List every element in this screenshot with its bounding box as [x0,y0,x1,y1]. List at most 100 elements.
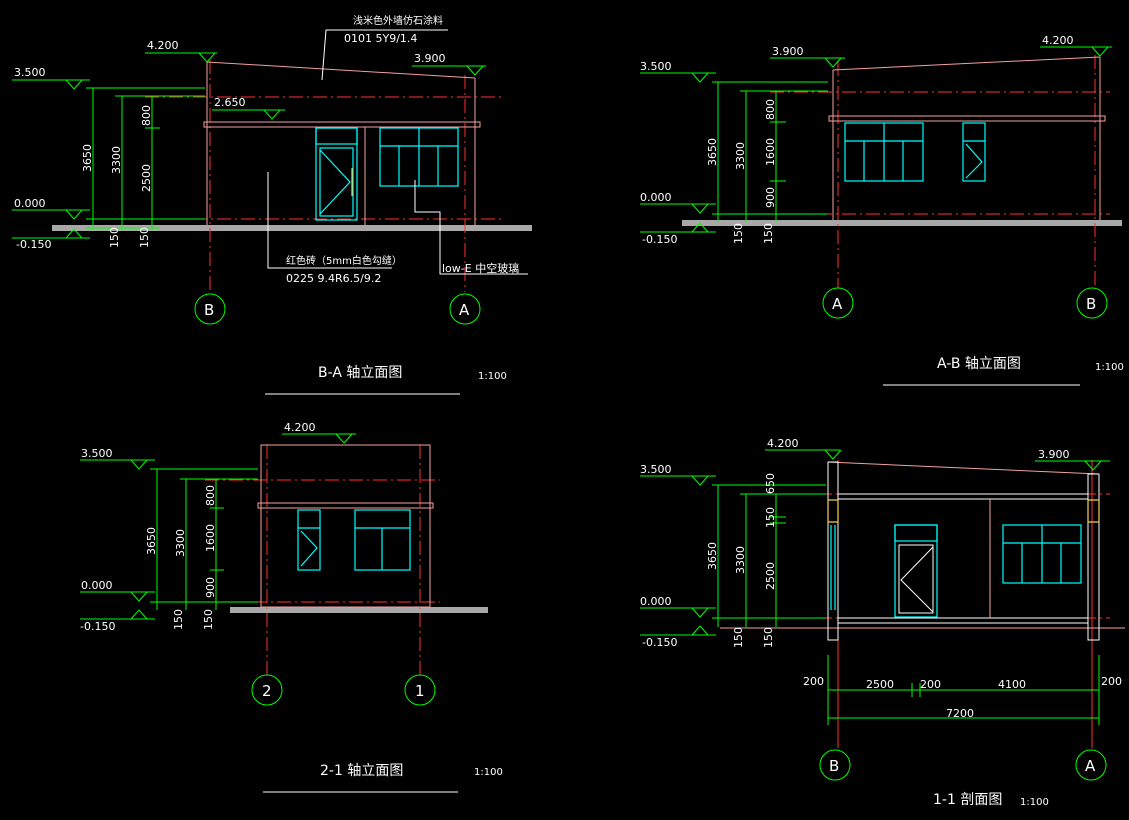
brick-code: 0225 9.4R6.5/9.2 [286,272,381,285]
svg-text:650: 650 [764,473,777,494]
section-1-1: 4.200 3.900 3.500 0.000 -0.150 [640,437,1125,808]
svg-text:1600: 1600 [204,524,217,552]
axis-bubble-a: A [1075,749,1107,781]
svg-text:900: 900 [204,577,217,598]
beam-left [827,499,839,523]
svg-text:A: A [832,295,843,313]
svg-text:-0.150: -0.150 [80,620,115,633]
small-window [297,509,321,571]
level-marker-minus-0150: -0.150 [640,625,716,649]
level-marker-3900: 3.900 [412,52,486,76]
svg-text:4100: 4100 [998,678,1026,691]
level-marker-0000: 0.000 [12,197,90,220]
svg-text:4.200: 4.200 [284,421,316,434]
svg-text:800: 800 [204,485,217,506]
svg-text:200: 200 [803,675,824,688]
level-marker-0000: 0.000 [80,579,155,602]
building-outline [260,444,431,608]
drawing-scale: 1:100 [1020,797,1049,808]
svg-text:2500: 2500 [140,164,153,192]
coating-note: 浅米色外墙仿石涂料 [353,14,443,27]
drawing-scale: 1:100 [474,767,503,778]
svg-text:800: 800 [764,99,777,120]
level-marker-3500: 3.500 [640,60,716,83]
svg-text:3.900: 3.900 [1038,448,1070,461]
drawing-title: 2-1 轴立面图 [320,763,403,779]
svg-text:2: 2 [262,682,272,700]
axis-bubble-a: A [822,287,854,319]
svg-text:0.000: 0.000 [81,579,113,592]
svg-text:2500: 2500 [866,678,894,691]
ground-line [230,607,488,613]
coating-leader [321,29,448,81]
drawing-title: A-B 轴立面图 [937,356,1021,372]
vertical-dimensions: 3650 3300 650 150 2500 150 150 [706,473,826,648]
elevation-a-b: 3.500 3.900 4.200 0.000 -0.150 [640,34,1124,386]
svg-text:B: B [1086,295,1096,313]
ground-line [52,225,532,231]
level-marker-3900: 3.900 [1035,448,1110,471]
svg-text:0.000: 0.000 [640,595,672,608]
roof-slab [837,493,1089,500]
svg-text:150: 150 [172,609,185,630]
door [894,524,938,618]
svg-text:1: 1 [415,682,425,700]
ground-line [682,220,1122,226]
level-marker-4200: 4.200 [282,421,356,444]
svg-text:-0.150: -0.150 [642,233,677,246]
svg-text:-0.150: -0.150 [642,636,677,649]
svg-text:3300: 3300 [174,529,187,557]
svg-text:B: B [204,301,214,319]
svg-text:150: 150 [732,223,745,244]
vertical-dimensions: 3650 3300 800 1600 900 150 150 [145,468,258,630]
roof-slope [206,61,476,79]
svg-text:A: A [1085,757,1096,775]
canopy-band [828,115,1106,122]
drawing-scale: 1:100 [478,371,507,382]
svg-text:3650: 3650 [706,138,719,166]
vertical-dimensions: 3650 3300 800 1600 900 150 150 [706,81,828,244]
svg-text:A: A [459,301,470,319]
wall-section-right [1087,473,1100,641]
svg-text:3.500: 3.500 [640,463,672,476]
drawing-title: 1-1 剖面图 [933,792,1002,808]
level-marker-minus-0150: -0.150 [640,222,716,246]
glass-note: low-E 中空玻璃 [442,261,519,275]
brick-note: 红色砖（5mm白色勾缝） [286,254,402,267]
level-marker-minus-0150: -0.150 [12,228,90,251]
svg-text:3300: 3300 [734,546,747,574]
svg-text:0.000: 0.000 [14,197,46,210]
glass-leader [414,180,528,275]
svg-text:1600: 1600 [764,138,777,166]
svg-text:4.200: 4.200 [1042,34,1074,47]
svg-text:150: 150 [764,507,777,528]
svg-text:900: 900 [764,187,777,208]
brick-leader [267,172,392,269]
svg-text:3650: 3650 [706,542,719,570]
door-swing [319,149,351,215]
svg-text:3.500: 3.500 [14,66,46,79]
level-marker-0000: 0.000 [640,595,716,618]
drawing-title: B-A 轴立面图 [318,365,402,381]
svg-text:3.500: 3.500 [640,60,672,73]
svg-text:150: 150 [202,609,215,630]
svg-text:150: 150 [138,227,151,248]
svg-text:3.900: 3.900 [772,45,804,58]
svg-text:150: 150 [762,223,775,244]
elevation-b-a: 浅米色外墙仿石涂料 0101 5Y9/1.4 红色砖（5mm白色勾缝） 0225… [12,14,532,395]
svg-text:3300: 3300 [110,146,123,174]
svg-text:4.200: 4.200 [767,437,799,450]
roof-slope [827,461,1100,475]
svg-text:7200: 7200 [946,707,974,720]
level-marker-4200: 4.200 [765,437,842,460]
level-marker-3500: 3.500 [12,66,90,90]
level-marker-minus-0150: -0.150 [80,609,155,633]
axis-bubble-b: B [1076,287,1108,319]
wall-section-left [827,461,839,641]
svg-text:800: 800 [140,105,153,126]
drawing-scale: 1:100 [1095,362,1124,373]
svg-text:150: 150 [762,627,775,648]
svg-text:B: B [829,757,839,775]
level-marker-3500: 3.500 [640,463,716,486]
